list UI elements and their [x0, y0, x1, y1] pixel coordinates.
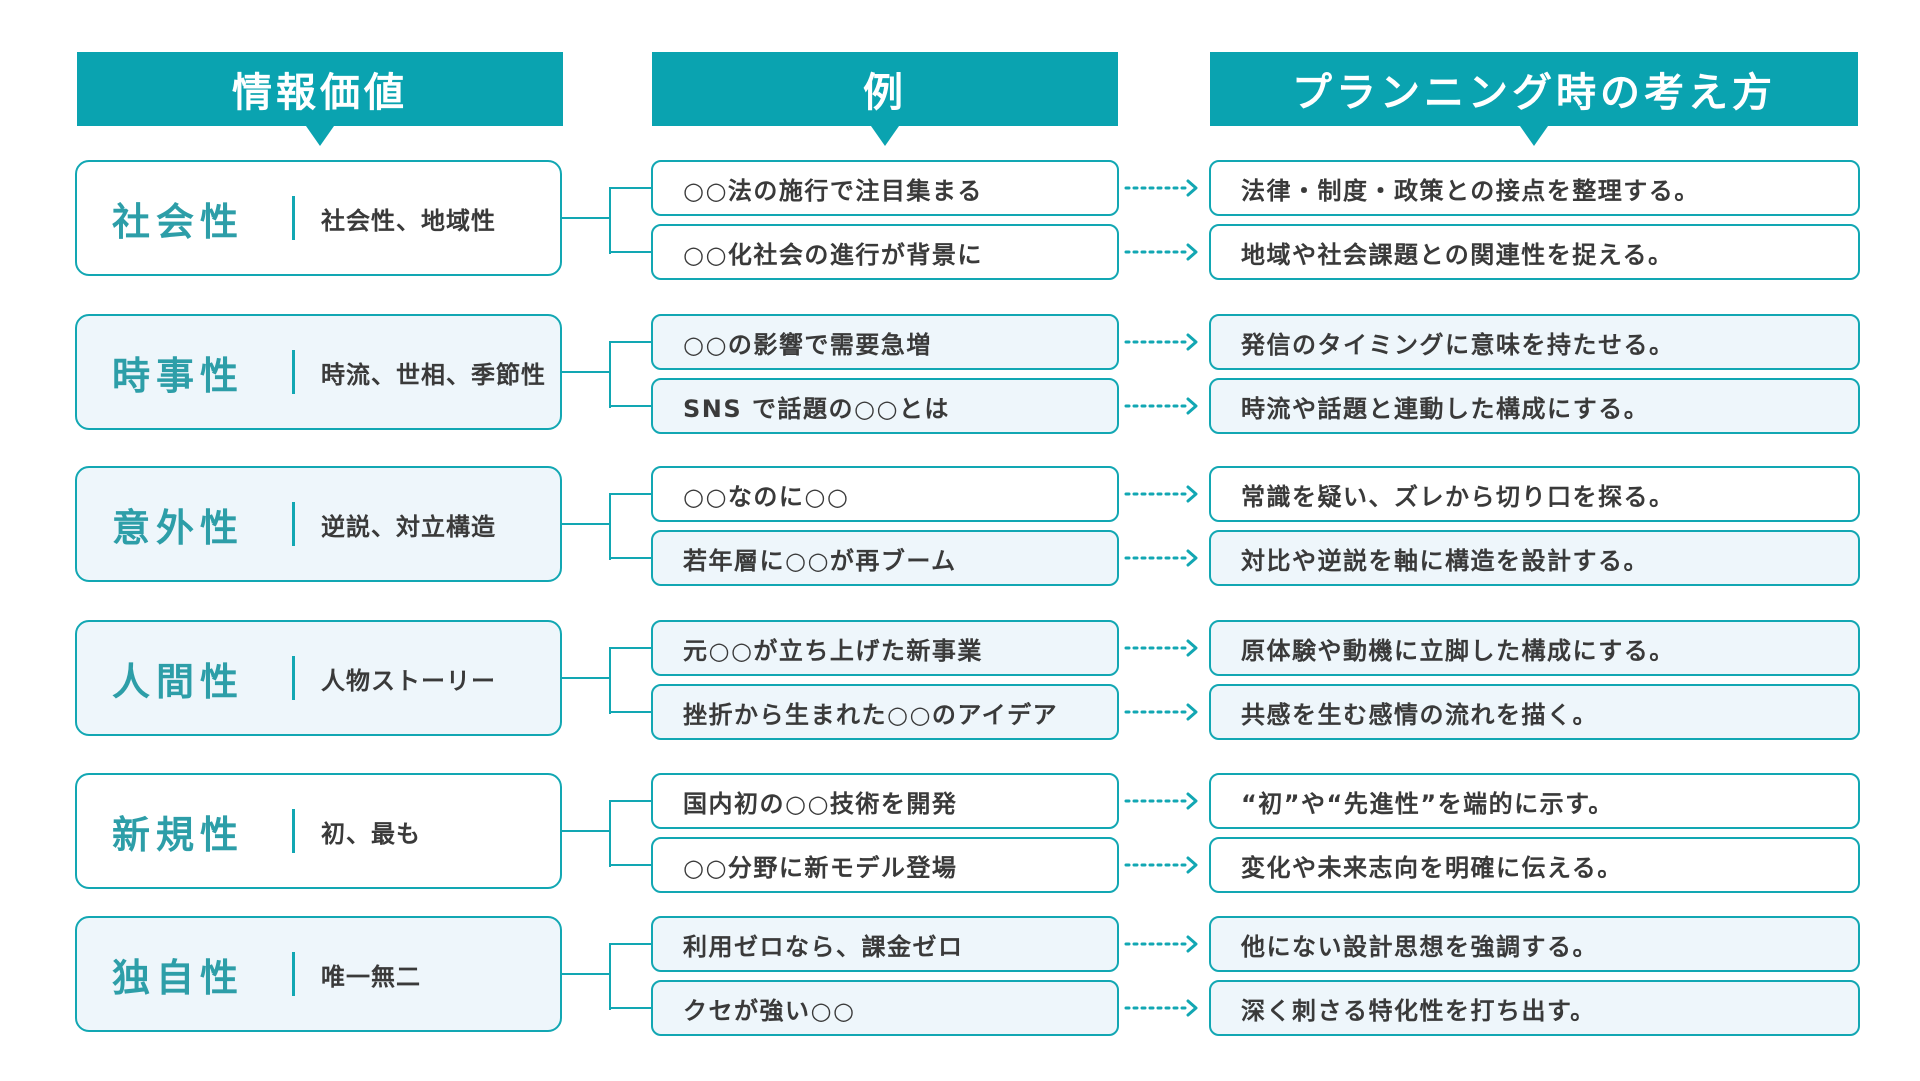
connector-line	[609, 800, 652, 802]
dotted-arrow-icon	[1124, 397, 1198, 415]
connector-line	[609, 647, 652, 649]
category-box: 時事性 時流、世相、季節性	[75, 314, 562, 430]
connector-line	[562, 973, 610, 975]
connector-line	[609, 801, 611, 867]
dotted-arrow-icon	[1124, 935, 1198, 953]
planning-box: 共感を生む感情の流れを描く。	[1209, 684, 1860, 740]
connector-line	[609, 405, 652, 407]
connector-line	[562, 371, 610, 373]
example-box: ○○なのに○○	[651, 466, 1119, 522]
category-description: 社会性、地域性	[321, 206, 496, 235]
category-separator	[292, 502, 295, 546]
connector-line	[609, 943, 652, 945]
example-box: ○○分野に新モデル登場	[651, 837, 1119, 893]
example-box: 元○○が立ち上げた新事業	[651, 620, 1119, 676]
connector-line	[562, 677, 610, 679]
planning-box: 常識を疑い、ズレから切り口を探る。	[1209, 466, 1860, 522]
planning-box: 時流や話題と連動した構成にする。	[1209, 378, 1860, 434]
connector-line	[609, 557, 652, 559]
example-box: ○○化社会の進行が背景に	[651, 224, 1119, 280]
connector-line	[609, 944, 611, 1010]
connector-line	[609, 341, 652, 343]
example-box: クセが強い○○	[651, 980, 1119, 1036]
planning-box: 対比や逆説を軸に構造を設計する。	[1209, 530, 1860, 586]
dotted-arrow-icon	[1124, 999, 1198, 1017]
connector-line	[609, 251, 652, 253]
connector-line	[562, 217, 610, 219]
category-box: 社会性 社会性、地域性	[75, 160, 562, 276]
planning-box: 他にない設計思想を強調する。	[1209, 916, 1860, 972]
category-separator	[292, 952, 295, 996]
dotted-arrow-icon	[1124, 856, 1198, 874]
example-box: 若年層に○○が再ブーム	[651, 530, 1119, 586]
example-box: 挫折から生まれた○○のアイデア	[651, 684, 1119, 740]
dotted-arrow-icon	[1124, 179, 1198, 197]
example-box: ○○法の施行で注目集まる	[651, 160, 1119, 216]
category-box: 新規性 初、最も	[75, 773, 562, 889]
example-box: 利用ゼロなら、課金ゼロ	[651, 916, 1119, 972]
dotted-arrow-icon	[1124, 243, 1198, 261]
example-box: ○○の影響で需要急増	[651, 314, 1119, 370]
planning-box: 変化や未来志向を明確に伝える。	[1209, 837, 1860, 893]
connector-line	[609, 648, 611, 714]
category-box: 人間性 人物ストーリー	[75, 620, 562, 736]
connector-line	[609, 493, 652, 495]
category-description: 逆説、対立構造	[321, 512, 496, 541]
example-box: SNS で話題の○○とは	[651, 378, 1119, 434]
dotted-arrow-icon	[1124, 333, 1198, 351]
category-description: 初、最も	[321, 819, 421, 848]
category-description: 時流、世相、季節性	[321, 360, 546, 389]
dotted-arrow-icon	[1124, 703, 1198, 721]
connector-line	[609, 1007, 652, 1009]
category-name: 独自性	[112, 955, 245, 1000]
category-description: 人物ストーリー	[321, 666, 496, 695]
planning-box: 地域や社会課題との関連性を捉える。	[1209, 224, 1860, 280]
example-box: 国内初の○○技術を開発	[651, 773, 1119, 829]
dotted-arrow-icon	[1124, 792, 1198, 810]
connector-line	[609, 494, 611, 560]
planning-box: 原体験や動機に立脚した構成にする。	[1209, 620, 1860, 676]
dotted-arrow-icon	[1124, 639, 1198, 657]
connector-line	[609, 188, 611, 254]
connector-line	[562, 830, 610, 832]
category-name: 社会性	[112, 199, 245, 244]
category-box: 独自性 唯一無二	[75, 916, 562, 1032]
category-name: 新規性	[112, 812, 245, 857]
dotted-arrow-icon	[1124, 549, 1198, 567]
category-separator	[292, 196, 295, 240]
planning-box: 法律・制度・政策との接点を整理する。	[1209, 160, 1860, 216]
connector-line	[562, 523, 610, 525]
planning-box: 深く刺さる特化性を打ち出す。	[1209, 980, 1860, 1036]
planning-box: “初”や“先進性”を端的に示す。	[1209, 773, 1860, 829]
category-separator	[292, 809, 295, 853]
header-planning-approach: プランニング時の考え方	[1210, 52, 1858, 146]
category-name: 意外性	[112, 505, 245, 550]
dotted-arrow-icon	[1124, 485, 1198, 503]
connector-line	[609, 864, 652, 866]
header-information-value: 情報価値	[77, 52, 563, 146]
category-separator	[292, 656, 295, 700]
category-box: 意外性 逆説、対立構造	[75, 466, 562, 582]
connector-line	[609, 711, 652, 713]
category-description: 唯一無二	[321, 962, 421, 991]
category-name: 人間性	[112, 659, 245, 704]
category-name: 時事性	[112, 353, 245, 398]
connector-line	[609, 187, 652, 189]
planning-box: 発信のタイミングに意味を持たせる。	[1209, 314, 1860, 370]
connector-line	[609, 342, 611, 408]
category-separator	[292, 350, 295, 394]
header-example: 例	[652, 52, 1118, 146]
